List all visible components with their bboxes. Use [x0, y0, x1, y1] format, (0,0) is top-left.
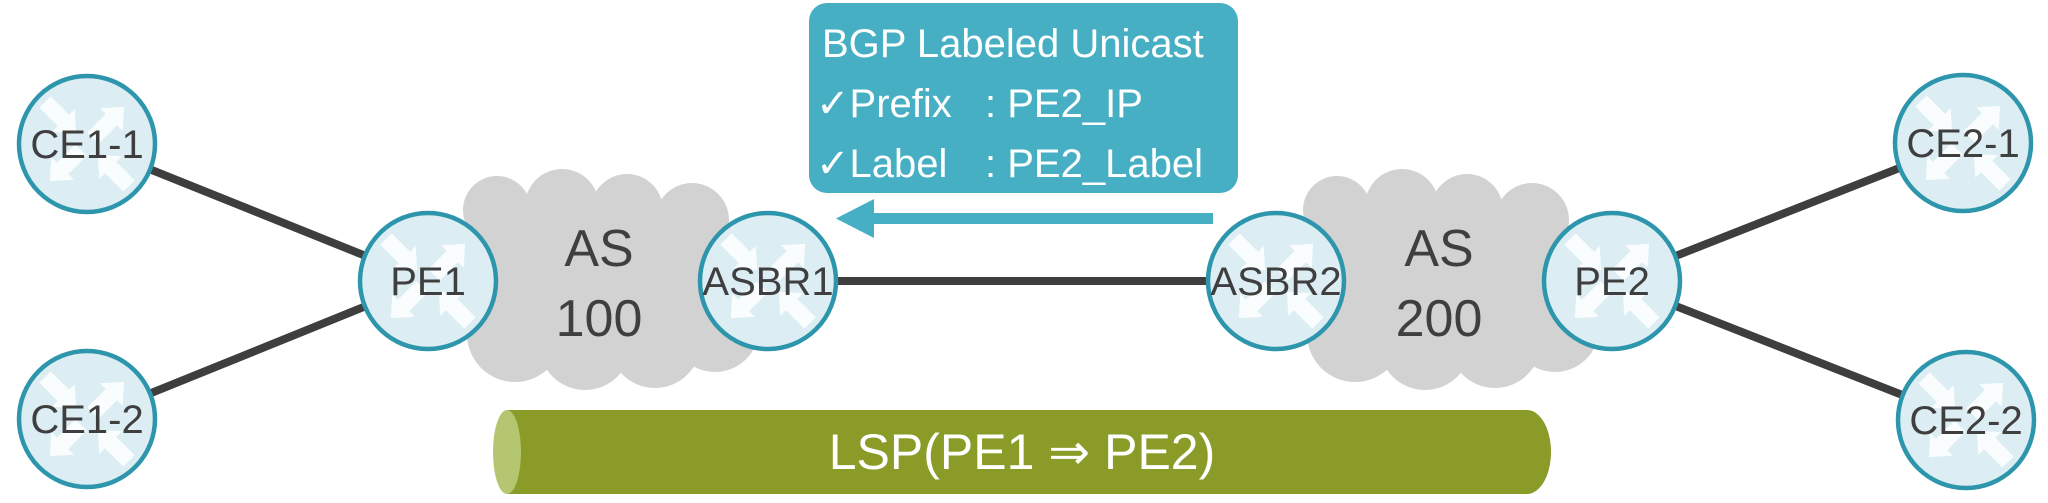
- as200-cloud: AS 200: [1273, 169, 1620, 390]
- node-ce1-2: CE1-2: [16, 348, 158, 490]
- node-label: PE1: [390, 260, 466, 304]
- callout-row-prefix: ✓Prefix : PE2_IP: [816, 82, 1143, 126]
- callout-title: BGP Labeled Unicast: [822, 22, 1204, 66]
- arrow-shaft: [870, 213, 1213, 224]
- arrow-head-left-icon: [836, 199, 874, 238]
- callout-box: [809, 3, 1238, 193]
- callout-row-label-value: : PE2_Label: [985, 142, 1203, 186]
- node-label: PE2: [1574, 260, 1650, 304]
- as200-label-line1: AS: [1404, 220, 1473, 278]
- node-ce2-2: CE2-2: [1895, 349, 2037, 491]
- as100-label-line1: AS: [564, 220, 633, 278]
- node-label: CE1-1: [30, 123, 143, 167]
- lsp-tube: LSP(PE1 ⇒ PE2): [493, 410, 1551, 494]
- callout-row-prefix-value: : PE2_IP: [985, 82, 1143, 126]
- lsp-label: LSP(PE1 ⇒ PE2): [829, 424, 1216, 480]
- node-asbr2: ASBR2: [1205, 210, 1347, 352]
- node-pe2: PE2: [1541, 210, 1683, 352]
- lsp-tube-right-end: [1503, 410, 1551, 494]
- callout-row-prefix-name: ✓Prefix: [816, 82, 952, 126]
- node-label: CE2-1: [1906, 122, 2019, 166]
- callout-row-label: ✓Label : PE2_Label: [816, 142, 1203, 186]
- advertisement-arrow: [836, 199, 1213, 238]
- node-label: ASBR1: [702, 260, 833, 304]
- as200-label-line2: 200: [1396, 290, 1483, 348]
- node-label: ASBR2: [1210, 260, 1341, 304]
- as100-label-line2: 100: [556, 290, 643, 348]
- lsp-tube-body: [507, 410, 1527, 494]
- node-ce1-1: CE1-1: [16, 73, 158, 215]
- node-label: CE2-2: [1909, 399, 2022, 443]
- callout-row-label-name: ✓Label: [816, 142, 947, 186]
- as100-cloud: AS 100: [433, 169, 780, 390]
- node-label: CE1-2: [30, 398, 143, 442]
- lsp-tube-left-cap: [493, 410, 521, 494]
- node-pe1: PE1: [357, 210, 499, 352]
- node-ce2-1: CE2-1: [1892, 72, 2034, 214]
- node-asbr1: ASBR1: [697, 210, 839, 352]
- bgp-callout: BGP Labeled Unicast ✓Prefix : PE2_IP ✓La…: [809, 3, 1238, 193]
